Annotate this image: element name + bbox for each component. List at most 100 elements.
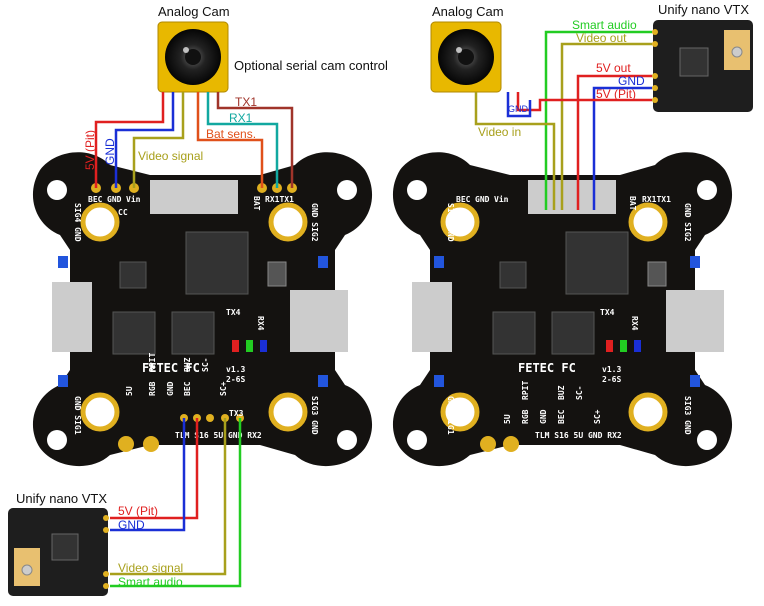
left-pin-vin: Vin: [126, 194, 141, 204]
left-vtx-wire-smart: [110, 418, 242, 588]
right-wire-5v-out: [576, 74, 652, 210]
left-board-top-connector: [150, 180, 238, 214]
right-vtx-module: [652, 20, 753, 112]
left-label-tx1: TX1: [235, 95, 257, 109]
left-pin-bec: BEC: [88, 195, 103, 204]
right-wire-smart: [544, 30, 652, 210]
right-label-video-out: Video out: [576, 31, 627, 45]
left-bv-7: SC+: [219, 381, 228, 396]
right-vtx-title: Unify nano VTX: [658, 2, 749, 17]
left-tx3: TX3: [229, 409, 244, 418]
left-bv-0: 5U: [125, 386, 134, 396]
right-main-chip: [565, 231, 629, 295]
left-analog-camera: [157, 21, 229, 93]
left-brand: FETEC FC: [142, 361, 200, 375]
left-pin-bat: BAT: [252, 196, 261, 211]
right-wire-5v-pit: [516, 92, 652, 112]
left-gnd-sig2: GND SIG2: [310, 203, 319, 242]
right-bottom-vertical-labels: 5U RGB RPIT GND BUZ BEC SC- SC+: [503, 381, 602, 424]
left-bottom-vertical-labels: 5U RGB RPIT GND BUZ BEC SC- SC+: [125, 353, 228, 396]
right-chip-2: [492, 311, 536, 355]
left-bv-1: RGB: [148, 381, 157, 396]
right-label-gnd: GND: [618, 74, 645, 88]
left-gnd-sig1: GND SIG1: [73, 396, 82, 435]
right-led-blue: [634, 340, 641, 352]
left-pin-cc: CC: [118, 208, 128, 217]
left-bv-5: BEC: [183, 381, 192, 396]
right-label-smart: Smart audio: [572, 18, 637, 32]
right-led-red: [606, 340, 613, 352]
right-wires: [474, 30, 652, 210]
left-vtx-label-smart: Smart audio: [118, 575, 183, 589]
right-wire-cam-gnd: [506, 92, 532, 118]
left-vtx-wires: [110, 418, 242, 588]
right-board-connector-right: [666, 290, 724, 352]
left-wire-gnd: [114, 92, 175, 188]
right-bv-0: 5U: [503, 414, 512, 424]
left-camera-title: Analog Cam: [158, 4, 230, 19]
right-pin-bec: BEC: [456, 195, 471, 204]
right-led-green: [620, 340, 627, 352]
right-bv-2: RPIT: [521, 381, 530, 400]
left-pin-gnd: GND: [107, 195, 122, 204]
left-bottom-pads: [118, 414, 244, 452]
right-chip-3: [551, 311, 595, 355]
right-analog-camera: [430, 21, 502, 93]
left-vtx-label-gnd: GND: [118, 518, 145, 532]
left-blue-pads: [58, 256, 328, 387]
left-bv-4: BUZ: [183, 357, 192, 372]
right-board-connector-left: [412, 282, 452, 352]
left-vtx-wire-video: [110, 418, 227, 576]
right-camera-title: Analog Cam: [432, 4, 504, 19]
left-vtx-label-5v: 5V (Pit): [118, 504, 158, 518]
left-serial-note: Optional serial cam control: [234, 58, 388, 73]
right-bottom-row: TLM S16 5U GND RX2: [535, 431, 622, 440]
left-pin-rx1tx1: RX1TX1: [265, 195, 294, 204]
right-version: v1.3: [602, 365, 621, 374]
left-bv-2: RPIT: [148, 353, 157, 372]
right-blue-pads: [434, 256, 700, 387]
left-led-blue: [260, 340, 267, 352]
left-label-5v-pit: 5V (Pit): [83, 130, 97, 170]
right-label-5v-out: 5V out: [596, 61, 631, 75]
left-chip-4: [119, 261, 147, 289]
left-tx4: TX4: [226, 308, 241, 317]
right-label-5v-pit: 5V (Pit): [596, 87, 636, 101]
right-gnd-sig2: GND SIG2: [683, 203, 692, 242]
left-wire-tx1: [216, 92, 294, 188]
left-chip-3: [171, 311, 215, 355]
right-mount-holes: [407, 180, 717, 450]
right-pin-rx1tx1: RX1TX1: [642, 195, 671, 204]
left-led-red: [232, 340, 239, 352]
right-sig3-gnd: SIG3 GND: [683, 396, 692, 435]
left-fc-board: BEC GND Vin CC RX1TX1 BAT SIG4 GND GND S…: [32, 152, 373, 467]
right-sig4-gnd: SIG4 GND: [446, 203, 455, 242]
right-bottom-pads: [480, 436, 519, 452]
left-cells: 2-6S: [226, 375, 245, 384]
left-wire-5v: [94, 92, 165, 188]
left-label-video-signal: Video signal: [138, 149, 203, 163]
left-chip-2: [112, 311, 156, 355]
left-board-connector-left: [52, 282, 92, 352]
left-vtx-title: Unify nano VTX: [16, 491, 107, 506]
left-main-chip: [185, 231, 249, 295]
right-bv-1: RGB: [521, 409, 530, 424]
left-vtx-wire-gnd: [110, 418, 186, 532]
left-label-gnd: GND: [103, 138, 117, 165]
right-pin-gnd: GND: [475, 195, 490, 204]
left-wire-video: [132, 92, 185, 188]
right-pin-bat: BAT: [628, 196, 637, 211]
right-button: [647, 261, 667, 287]
left-led-green: [246, 340, 253, 352]
right-bv-5: BEC: [557, 409, 566, 424]
left-vtx-wire-5v: [110, 418, 199, 520]
right-bv-3: GND: [539, 409, 548, 424]
left-version: v1.3: [226, 365, 245, 374]
right-fc-board: BEC GND Vin RX1TX1 BAT SIG4 GND GND SIG2…: [392, 152, 733, 467]
left-bottom-row: TLM S16 5U GND RX2: [175, 431, 262, 440]
right-tx4: TX4: [600, 308, 615, 317]
left-button: [267, 261, 287, 287]
right-label-gnd-small: GND: [508, 104, 529, 114]
right-chip-4: [499, 261, 527, 289]
